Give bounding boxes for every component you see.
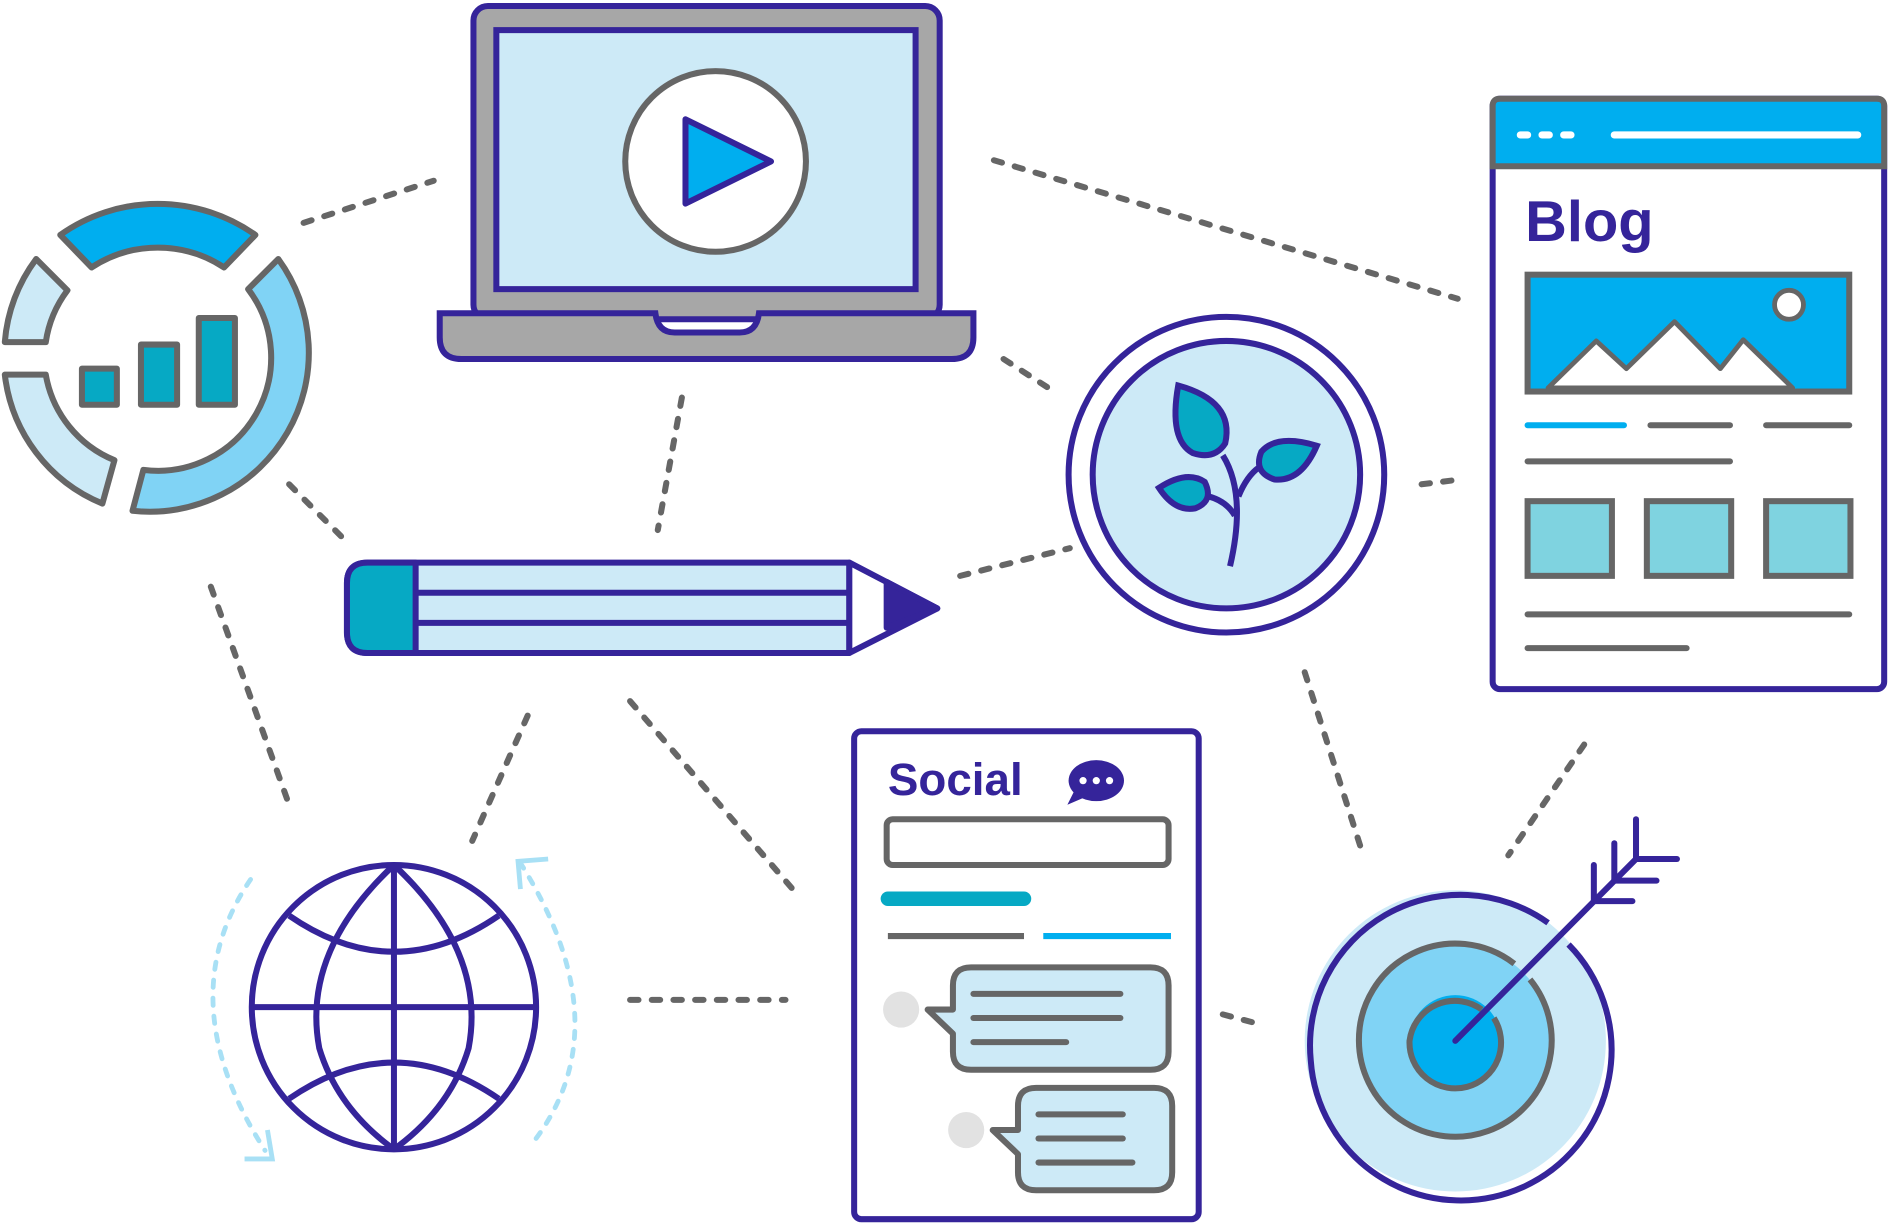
dotted-connectors: [207, 157, 1588, 1028]
chart-bar: [137, 341, 181, 408]
laptop-video-icon: [436, 3, 977, 363]
blog-title: Blog: [1525, 190, 1653, 254]
chat-bubble-icon: [1067, 760, 1125, 805]
donut-chart-icon: [1, 200, 312, 515]
post-input: [883, 816, 1172, 869]
target-icon: [1304, 816, 1680, 1204]
social-page-icon: Social: [851, 728, 1202, 1223]
chart-bar: [195, 315, 238, 408]
rotate-arrows-icon: [210, 856, 578, 1162]
arrow-icon: [1452, 816, 1680, 1044]
globe-icon: [248, 861, 540, 1153]
chart-bar: [78, 365, 120, 408]
pencil-icon: [343, 559, 941, 656]
social-title: Social: [888, 754, 1023, 805]
plant-icon: [1065, 313, 1388, 636]
blog-page-icon: Blog: [1489, 95, 1888, 693]
